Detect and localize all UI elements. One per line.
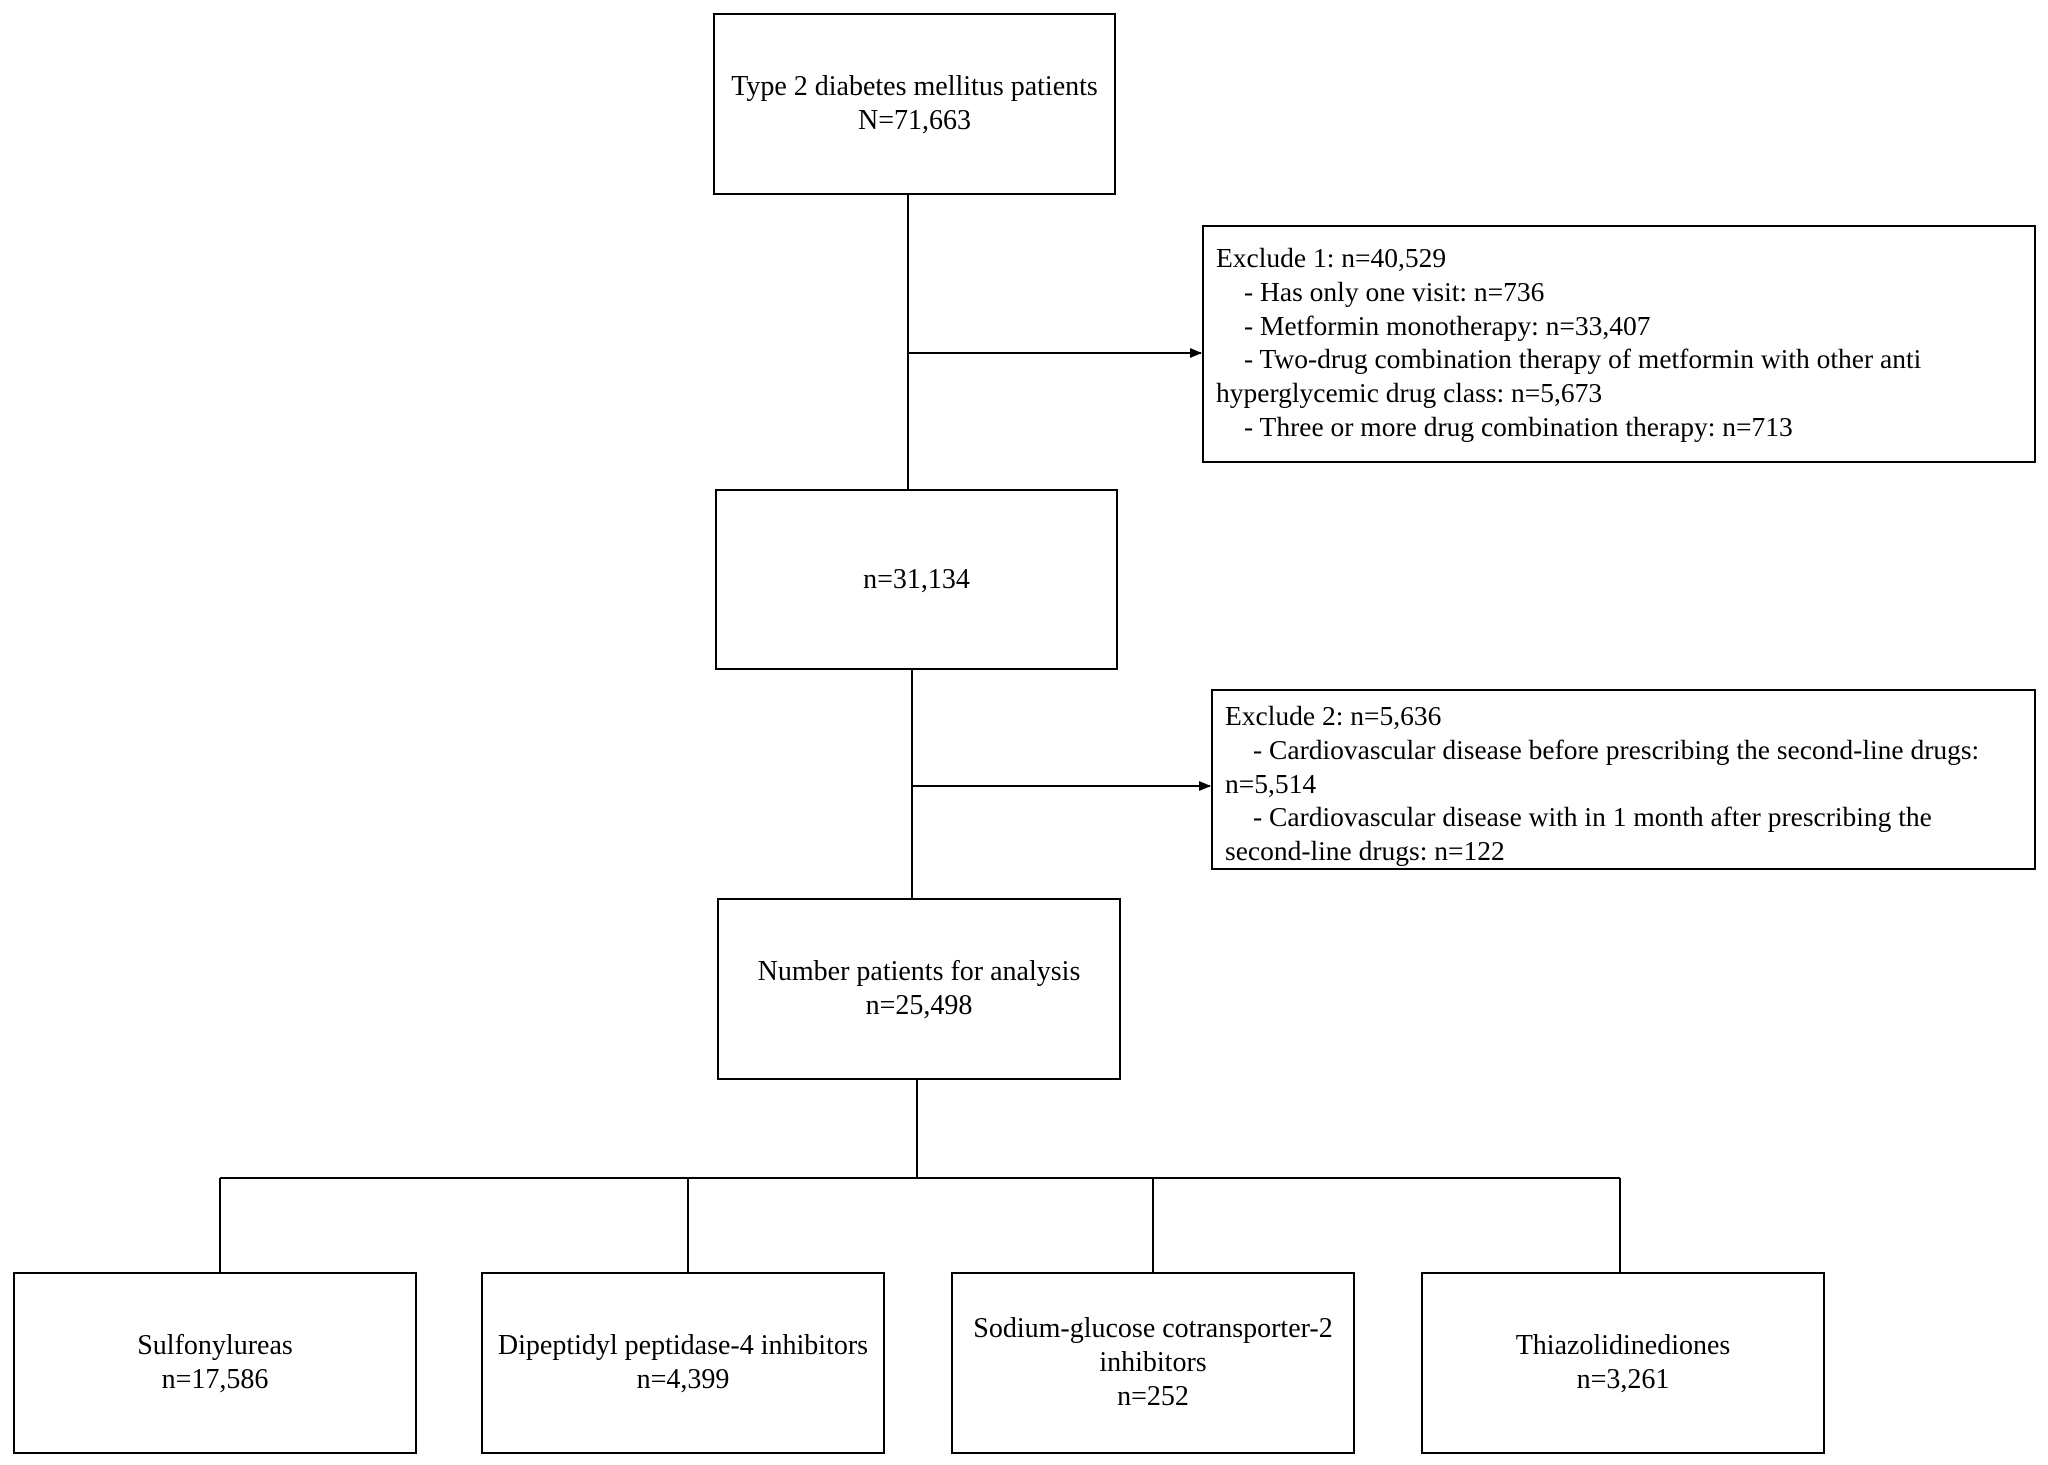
top-title: Type 2 diabetes mellitus patients	[731, 71, 1098, 102]
exclude2-item: - Cardiovascular disease with in 1 month…	[1253, 801, 1932, 833]
analysis-box: Number patients for analysis n=25,498	[717, 898, 1121, 1080]
exclude1-item: - Has only one visit: n=736	[1244, 275, 1545, 307]
top-box: Type 2 diabetes mellitus patients N=71,6…	[713, 13, 1116, 195]
exclude2-item-continued: second-line drugs: n=122	[1225, 835, 1505, 867]
exclude1-item-continued: hyperglycemic drug class: n=5,673	[1216, 377, 1603, 409]
exclude2-item: - Cardiovascular disease before prescrib…	[1253, 733, 1980, 765]
group-name: Sodium-glucose cotransporter-2	[973, 1313, 1333, 1344]
group-name: Sulfonylureas	[137, 1330, 293, 1361]
exclude2-item-continued: n=5,514	[1225, 767, 1317, 799]
exclude2-box: Exclude 2: n=5,636 - Cardiovascular dise…	[1211, 689, 2036, 870]
middle-count: n=31,134	[863, 563, 970, 595]
exclude2-title: Exclude 2: n=5,636	[1225, 700, 1442, 731]
group-box-sglt2: Sodium-glucose cotransporter-2 inhibitor…	[951, 1272, 1355, 1454]
analysis-title: Number patients for analysis	[757, 956, 1081, 987]
top-count: N=71,663	[857, 105, 971, 136]
middle-box: n=31,134	[715, 489, 1118, 670]
exclude1-item: - Three or more drug combination therapy…	[1244, 410, 1793, 442]
exclude1-box: Exclude 1: n=40,529 - Has only one visit…	[1202, 225, 2036, 463]
exclude1-title: Exclude 1: n=40,529	[1216, 242, 1447, 273]
group-count: n=252	[1117, 1381, 1189, 1412]
analysis-count: n=25,498	[865, 990, 973, 1021]
group-name-line2: inhibitors	[1099, 1347, 1207, 1378]
group-count: n=3,261	[1576, 1364, 1670, 1395]
group-count: n=4,399	[636, 1364, 730, 1395]
group-box-tzd: Thiazolidinediones n=3,261	[1421, 1272, 1825, 1454]
exclude1-item: - Two-drug combination therapy of metfor…	[1244, 343, 1922, 375]
exclude1-item: - Metformin monotherapy: n=33,407	[1244, 309, 1651, 341]
group-box-sulfonylureas: Sulfonylureas n=17,586	[13, 1272, 417, 1454]
group-box-dpp4: Dipeptidyl peptidase-4 inhibitors n=4,39…	[481, 1272, 885, 1454]
group-name: Thiazolidinediones	[1515, 1330, 1731, 1361]
group-name: Dipeptidyl peptidase-4 inhibitors	[497, 1330, 869, 1361]
group-count: n=17,586	[161, 1364, 269, 1395]
